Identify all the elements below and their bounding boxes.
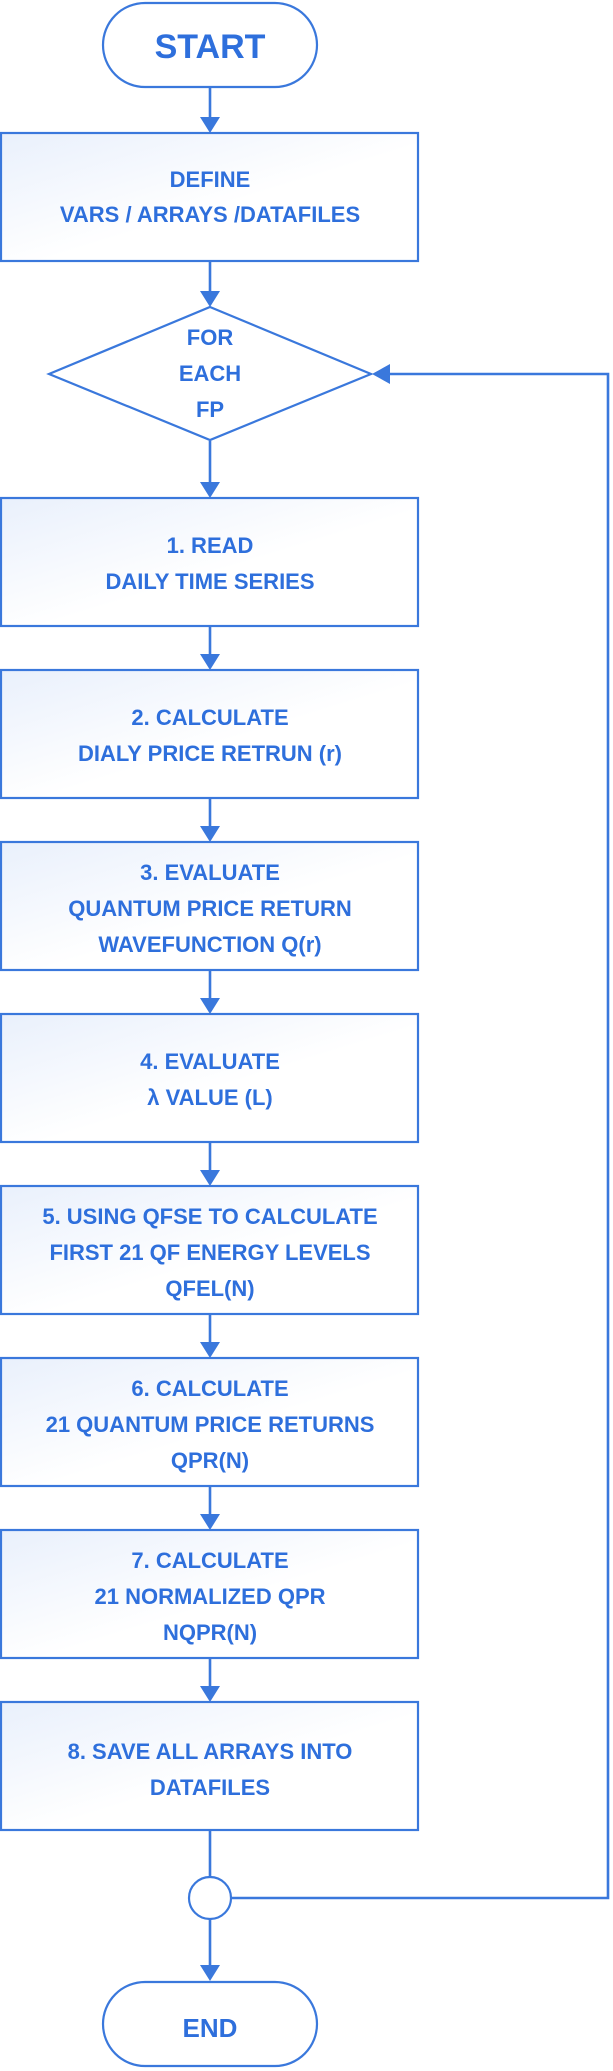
- step-7-box: [0, 1528, 420, 1660]
- step-8-line-1: 8. SAVE ALL ARRAYS INTO: [68, 1739, 353, 1764]
- step-3-box: [0, 840, 420, 972]
- step-7-line-1: 7. CALCULATE: [131, 1548, 288, 1573]
- step-5-line-3: QFEL(N): [165, 1276, 254, 1301]
- arrowhead: [200, 1170, 220, 1186]
- define-box: [0, 131, 420, 263]
- step-5-line-1: 5. USING QFSE TO CALCULATE: [42, 1204, 377, 1229]
- step-1-line-1: 1. READ: [167, 533, 254, 558]
- end-terminator: [101, 1980, 319, 2068]
- loop-line-3: FP: [196, 397, 224, 422]
- step-6-box: [0, 1356, 420, 1488]
- arrowhead: [200, 1342, 220, 1358]
- arrowhead: [200, 1514, 220, 1530]
- loop-line-2: EACH: [179, 361, 241, 386]
- merge-connector-circle: [187, 1875, 233, 1921]
- end-label: END: [183, 2013, 238, 2043]
- arrowhead: [200, 998, 220, 1014]
- loop-line-1: FOR: [187, 325, 234, 350]
- loop-back-connector: [231, 372, 610, 1900]
- step-4-line-1: 4. EVALUATE: [140, 1049, 280, 1074]
- arrowhead: [200, 1965, 220, 1981]
- arrowhead: [200, 654, 220, 670]
- step-3-line-2: QUANTUM PRICE RETURN: [68, 896, 352, 921]
- arrowhead: [200, 1686, 220, 1702]
- define-line-1: DEFINE: [170, 167, 251, 192]
- loop-back-arrowhead: [372, 364, 390, 384]
- step-6-line-3: QPR(N): [171, 1448, 249, 1473]
- start-terminator: [101, 1, 319, 89]
- step-1-box: [0, 496, 420, 628]
- step-2-line-1: 2. CALCULATE: [131, 705, 288, 730]
- step-3-line-3: WAVEFUNCTION Q(r): [98, 932, 321, 957]
- step-8-box: [0, 1700, 420, 1832]
- step-8-line-2: DATAFILES: [150, 1775, 270, 1800]
- arrowhead: [200, 826, 220, 842]
- arrowhead: [200, 482, 220, 498]
- step-2-box: [0, 668, 420, 800]
- step-4-line-2: λ VALUE (L): [147, 1085, 272, 1110]
- step-7-line-3: NQPR(N): [163, 1620, 257, 1645]
- step-6-line-2: 21 QUANTUM PRICE RETURNS: [46, 1412, 375, 1437]
- arrowhead: [200, 117, 220, 133]
- step-7-line-2: 21 NORMALIZED QPR: [94, 1584, 325, 1609]
- define-line-2: VARS / ARRAYS /DATAFILES: [60, 202, 360, 227]
- step-4-box: [0, 1012, 420, 1144]
- step-6-line-1: 6. CALCULATE: [131, 1376, 288, 1401]
- start-label: START: [155, 28, 266, 66]
- arrowhead: [200, 291, 220, 307]
- step-1-line-2: DAILY TIME SERIES: [105, 569, 314, 594]
- loop-decision-diamond: [46, 305, 374, 442]
- step-5-line-2: FIRST 21 QF ENERGY LEVELS: [49, 1240, 370, 1265]
- step-3-line-1: 3. EVALUATE: [140, 860, 280, 885]
- step-2-line-2: DIALY PRICE RETRUN (r): [78, 741, 342, 766]
- step-5-box: [0, 1184, 420, 1316]
